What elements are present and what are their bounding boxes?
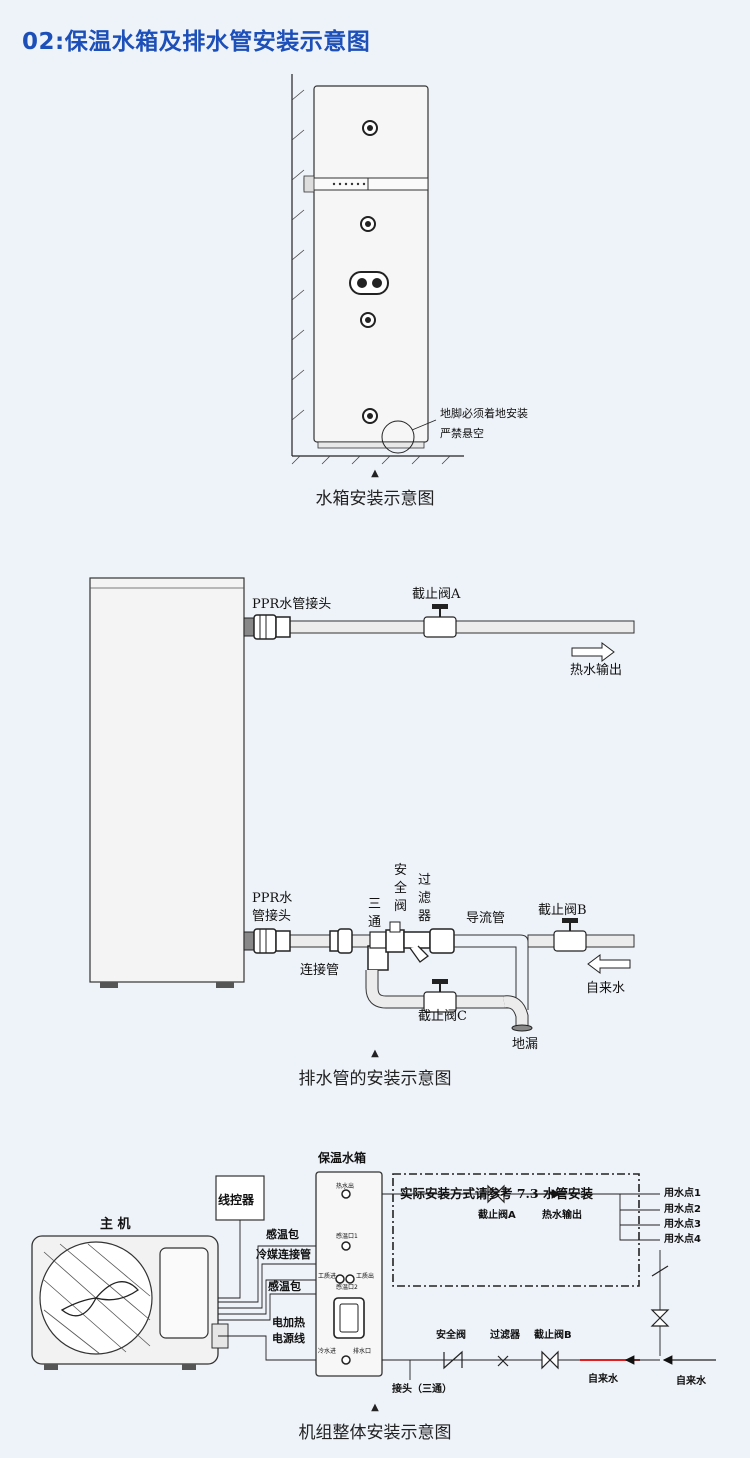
hot-water-pipe	[287, 620, 635, 634]
filter-symbol	[497, 1355, 509, 1367]
tap-in-arrow-icon	[587, 954, 631, 974]
tank-port-labels: 热水出 感温口1 工质进 工质出 感温口2 冷水进 排水口	[318, 1182, 374, 1355]
tee-fitting	[367, 931, 389, 971]
label-joint: 接头（三通）	[392, 1382, 452, 1395]
reference-box	[392, 1173, 640, 1287]
label-filter-3: 过滤器	[490, 1328, 521, 1341]
caption-overall: ▲ 机组整体安装示意图	[0, 1402, 750, 1443]
valve-a	[423, 604, 457, 638]
svg-text:工质出: 工质出	[356, 1272, 374, 1280]
label-main-unit: 主 机	[100, 1216, 131, 1232]
label-refrigerant: 冷媒连接管	[256, 1247, 311, 1261]
heater-box	[333, 1297, 365, 1339]
label-safety-valve-3: 安全阀	[436, 1328, 466, 1341]
overall-install-diagram: 主 机 线控器 感温包 冷媒连接管 感温包 电加热 电源线 保温水箱 热水出 感…	[31, 1150, 716, 1395]
connector-fitting	[329, 928, 353, 954]
union-fitting	[429, 928, 455, 954]
label-valve-b-3: 截止阀B	[534, 1328, 572, 1341]
caption-tank: ▲ 水箱安装示意图	[0, 468, 750, 509]
filter	[403, 931, 431, 963]
label-tank-title: 保温水箱	[317, 1150, 366, 1165]
tank-install-diagram: 地脚必须着地安装 严禁悬空	[291, 74, 528, 465]
label-floor-drain: 地漏	[512, 1036, 538, 1052]
triangle-icon: ▲	[371, 1402, 379, 1413]
svg-text:工质进: 工质进	[318, 1272, 336, 1280]
insulated-tank	[315, 1171, 383, 1377]
label-ppr-bottom-2: 管接头	[252, 908, 291, 924]
hot-out-arrow-icon	[571, 642, 615, 662]
label-point-3: 用水点3	[663, 1217, 701, 1230]
drain-pipe-diagram: PPR水管接头 截止阀A 热水输出	[89, 577, 635, 1052]
label-safety-2: 全	[394, 880, 407, 896]
valve-b	[553, 918, 587, 952]
label-hot-out: 热水输出	[570, 662, 622, 678]
label-hot-out-3: 热水输出	[542, 1208, 582, 1221]
valve-c	[423, 979, 457, 1013]
valve-a-symbol	[487, 1184, 505, 1204]
label-reference-text: 实际安装方式请参考 7.3 水管安装	[400, 1186, 593, 1201]
floor-drain	[511, 1024, 533, 1032]
ppr-joint-top	[243, 614, 291, 640]
note-no-suspension: 严禁悬空	[440, 426, 484, 440]
page-title: 02:保温水箱及排水管安装示意图	[22, 29, 371, 55]
label-point-4: 用水点4	[663, 1232, 701, 1245]
label-point-2: 用水点2	[663, 1202, 701, 1215]
label-sensor-1: 感温包	[266, 1227, 299, 1241]
label-point-1: 用水点1	[663, 1186, 701, 1199]
ppr-joint-bottom	[243, 928, 291, 954]
label-tap-water: 自来水	[586, 981, 625, 996]
outdoor-main-unit	[31, 1235, 229, 1370]
triangle-icon: ▲	[371, 1048, 379, 1059]
svg-text:热水出: 热水出	[336, 1182, 354, 1190]
label-ppr-top: PPR水管接头	[252, 596, 331, 612]
label-tap-water-outer: 自来水	[676, 1374, 707, 1387]
label-filter-1: 过	[418, 873, 431, 888]
svg-text:冷水进: 冷水进	[318, 1347, 336, 1355]
check-valve-right	[650, 1265, 670, 1327]
label-valve-c: 截止阀C	[418, 1009, 467, 1024]
label-connector: 连接管	[300, 962, 339, 978]
label-heater-2: 电源线	[272, 1331, 305, 1345]
triangle-icon: ▲	[371, 468, 379, 479]
foot-highlight	[381, 420, 415, 454]
label-tap-water-inner: 自来水	[588, 1372, 619, 1385]
svg-text:感温口2: 感温口2	[336, 1283, 358, 1291]
note-feet-grounded: 地脚必须着地安装	[440, 406, 528, 420]
svg-text:感温口1: 感温口1	[336, 1232, 358, 1240]
label-filter-3: 器	[418, 909, 431, 924]
label-heater-1: 电加热	[272, 1315, 305, 1329]
water-tank-side	[89, 577, 245, 983]
wall-bracket	[303, 177, 429, 191]
svg-text:排水口: 排水口	[353, 1347, 371, 1355]
label-sensor-2: 感温包	[268, 1279, 301, 1293]
label-valve-b: 截止阀B	[538, 903, 587, 918]
label-tee-1: 三	[368, 897, 381, 912]
label-filter-2: 滤	[418, 891, 431, 906]
label-valve-a-3: 截止阀A	[478, 1208, 516, 1221]
label-safety-1: 安	[394, 863, 407, 878]
valve-b-symbol	[541, 1350, 559, 1370]
label-ppr-bottom-1: PPR水	[252, 891, 292, 906]
safety-valve	[385, 921, 405, 953]
label-controller: 线控器	[218, 1192, 255, 1207]
wire-controller	[215, 1175, 265, 1221]
water-tank	[313, 85, 429, 443]
safety-valve-symbol	[443, 1350, 463, 1370]
tank-ports	[349, 120, 389, 424]
label-guide-pipe: 导流管	[466, 911, 505, 926]
caption-drain: ▲ 排水管的安装示意图	[0, 1048, 750, 1089]
label-valve-a: 截止阀A	[412, 587, 461, 602]
label-tee-2: 通	[368, 915, 381, 930]
floor-hatching	[291, 455, 451, 465]
wall-hatching	[291, 89, 305, 421]
label-safety-3: 阀	[394, 899, 407, 914]
